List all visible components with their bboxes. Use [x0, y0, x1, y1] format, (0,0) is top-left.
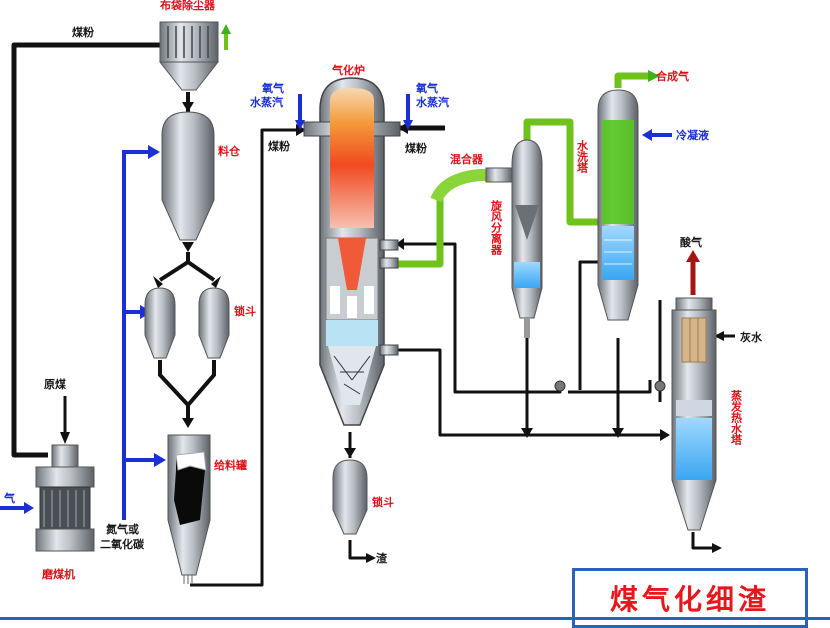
label-condensate: 冷凝液	[676, 128, 710, 142]
label-oxygen-right-2: 水蒸汽	[416, 95, 449, 109]
label-gasifier: 气化炉	[331, 63, 365, 77]
label-coal-powder-left: 煤粉	[268, 139, 290, 153]
cyclone-separator	[511, 139, 543, 338]
slag-lock-hopper	[332, 459, 368, 535]
label-acid-gas: 酸气	[680, 235, 702, 249]
label-n2-co2-2: 二氧化碳	[100, 537, 145, 551]
label-grey-water: 灰水	[740, 330, 763, 344]
water-wash-tower	[597, 89, 639, 321]
label-slag: 渣	[376, 551, 388, 565]
label-coal-powder-right: 煤粉	[405, 141, 427, 155]
label-feed-tank: 给料罐	[214, 458, 247, 472]
label-gas-left: 气	[3, 491, 15, 505]
mixer	[485, 167, 513, 183]
evap-hot-water-tower	[671, 297, 717, 531]
label-oxygen-right-1: 氧气	[415, 81, 438, 95]
label-syngas: 合成气	[656, 69, 689, 83]
label-oxygen-left-1: 氧气	[261, 81, 284, 95]
bag-filter	[158, 21, 220, 91]
n2-lines	[0, 94, 672, 520]
label-n2-co2-1: 氮气或	[106, 522, 139, 536]
label-mill: 磨煤机	[41, 567, 75, 581]
label-lock-hopper-2: 锁斗	[372, 495, 394, 509]
gasifier	[303, 77, 401, 426]
labels: 布袋除尘器 煤粉 原煤 气 磨煤机 料仓 锁斗 给料罐 氮气或 二氧化碳 气化炉…	[3, 0, 763, 581]
label-coal-powder-top: 煤粉	[72, 25, 94, 39]
caption-text: 煤气化细渣	[609, 583, 770, 616]
feed-tank	[167, 434, 211, 584]
label-cyclone: 旋风分离器	[490, 199, 504, 256]
coal-mill	[35, 444, 95, 552]
label-raw-coal: 原煤	[44, 377, 67, 391]
label-oxygen-left-2: 水蒸汽	[250, 95, 283, 109]
label-water-wash: 水洗塔	[576, 139, 589, 174]
silo	[161, 111, 215, 241]
label-bag-filter: 布袋除尘器	[160, 0, 216, 12]
label-silo: 料仓	[218, 144, 241, 158]
bottom-divider	[0, 617, 830, 620]
label-lock-hopper-1: 锁斗	[234, 304, 256, 318]
gas-lines	[224, 32, 650, 268]
label-mixer: 混合器	[450, 152, 484, 166]
label-evap-tower: 蒸发热水塔	[730, 389, 744, 446]
splitters	[158, 252, 216, 420]
lock-hoppers	[144, 287, 230, 359]
